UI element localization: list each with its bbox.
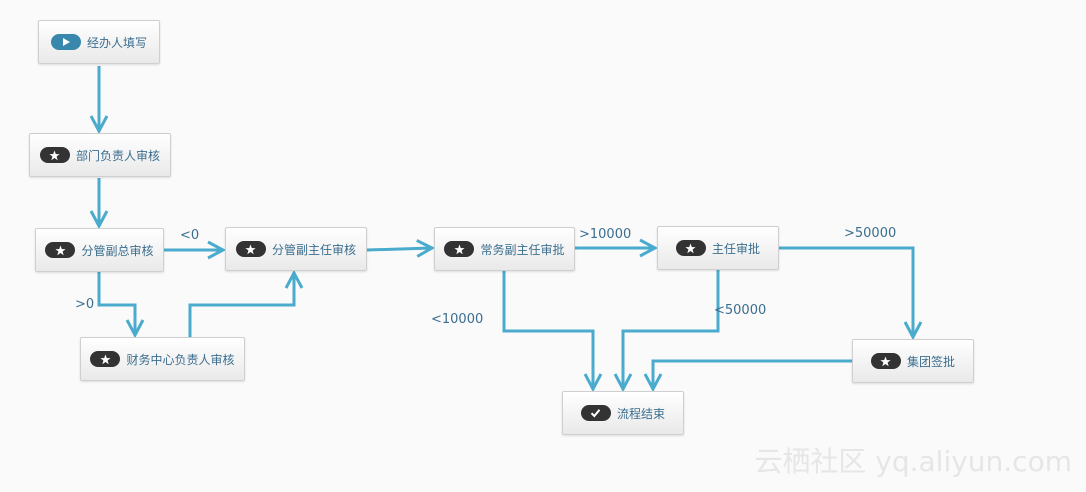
edge-label-gt10000: >10000	[579, 227, 632, 242]
star-icon	[39, 147, 70, 163]
node-vp-general-label: 分管副总审核	[81, 243, 154, 258]
arrowhead	[903, 321, 923, 341]
node-director-label: 主任审批	[711, 241, 760, 256]
edge-exec-vp-to-director	[575, 238, 659, 258]
arrowhead	[639, 238, 659, 258]
arrowhead	[284, 269, 304, 289]
arrowhead	[643, 373, 663, 393]
edge-label-lt0: <0	[180, 228, 200, 243]
node-dept-head[interactable]: 部门负责人审核	[29, 133, 171, 177]
node-end[interactable]: 流程结束	[562, 391, 684, 435]
node-start[interactable]: 经办人填写	[38, 20, 160, 64]
arrowhead	[207, 240, 227, 260]
play-icon	[50, 34, 81, 50]
node-start-label: 经办人填写	[86, 35, 147, 50]
star-icon	[235, 241, 266, 257]
node-finance[interactable]: 财务中心负责人审核	[80, 337, 245, 381]
arrowhead	[416, 239, 436, 258]
edge-label-gt50000: >50000	[844, 226, 897, 241]
arrowhead	[583, 373, 603, 393]
edge-vp-director-to-exec-vp	[366, 239, 436, 258]
arrowhead	[89, 115, 109, 135]
edge-label-lt50000: <50000	[714, 303, 767, 318]
node-director[interactable]: 主任审批	[657, 226, 779, 270]
edge-director-to-end	[613, 270, 720, 393]
arrowhead	[125, 319, 145, 339]
edge-vp-general-to-vp-director	[164, 240, 227, 260]
star-icon	[870, 353, 901, 369]
node-exec-vp-label: 常务副主任审批	[480, 242, 565, 257]
node-dept-head-label: 部门负责人审核	[75, 148, 160, 163]
edge-start-to-dept-head	[89, 66, 109, 135]
node-end-label: 流程结束	[616, 406, 665, 421]
watermark: 云栖社区 yq.aliyun.com	[754, 445, 1072, 478]
edge-label-gt0: >0	[75, 297, 95, 312]
check-icon	[580, 405, 611, 421]
edge-group-to-end	[643, 359, 852, 393]
star-icon	[444, 241, 475, 257]
star-icon	[45, 242, 76, 258]
arrowhead	[613, 373, 633, 393]
node-vp-general[interactable]: 分管副总审核	[35, 228, 164, 272]
edge-exec-vp-to-end	[502, 271, 603, 393]
edge-finance-to-vp-director	[188, 269, 304, 337]
edge-vp-general-to-finance	[97, 272, 145, 339]
node-group-label: 集团签批	[906, 354, 955, 369]
star-icon	[90, 351, 121, 367]
edge-label-lt10000: <10000	[431, 312, 484, 327]
node-vp-director[interactable]: 分管副主任审核	[225, 227, 367, 271]
star-icon	[675, 240, 706, 256]
node-group[interactable]: 集团签批	[852, 339, 974, 383]
node-vp-director-label: 分管副主任审核	[271, 242, 356, 257]
node-finance-label: 财务中心负责人审核	[126, 352, 235, 367]
arrowhead	[89, 210, 109, 230]
node-exec-vp[interactable]: 常务副主任审批	[434, 227, 575, 271]
edge-dept-head-to-vp-general	[89, 178, 109, 230]
edge-director-to-group	[779, 246, 923, 341]
